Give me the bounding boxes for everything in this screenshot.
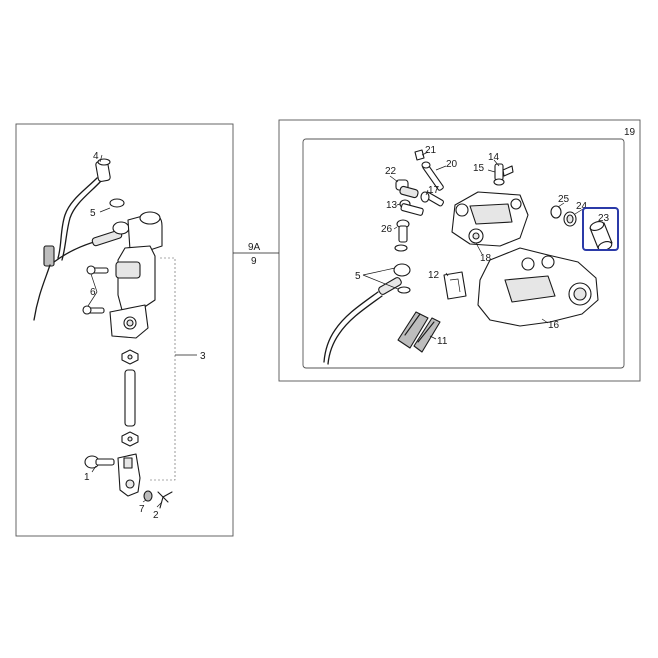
push-rod xyxy=(124,369,136,427)
fitting-22 xyxy=(395,179,419,199)
callout-5-left: 5 xyxy=(90,208,96,219)
callout-6: 6 xyxy=(90,287,96,298)
callout-16: 16 xyxy=(548,320,560,331)
master-cylinder-assembly xyxy=(33,154,197,509)
nut-upper xyxy=(121,349,139,365)
callout-23: 23 xyxy=(598,213,610,224)
bolt-6-upper xyxy=(86,265,109,275)
callout-15: 15 xyxy=(473,163,485,174)
callout-12: 12 xyxy=(428,270,440,281)
banjo-fitting-left xyxy=(91,221,130,247)
highlight-box-part-23 xyxy=(582,207,619,251)
slide-pin-17 xyxy=(420,191,444,207)
washer-5-right-upper xyxy=(394,244,408,252)
clevis-pin-1 xyxy=(84,455,115,469)
reservoir-fitting xyxy=(95,158,111,182)
bolt-26 xyxy=(396,219,410,243)
callout-17: 17 xyxy=(428,185,440,196)
callout-21: 21 xyxy=(425,145,437,156)
callout-13: 13 xyxy=(386,200,398,211)
callout-20: 20 xyxy=(446,159,458,170)
bolt-13 xyxy=(399,199,424,216)
caliper-bracket-16 xyxy=(477,247,599,327)
washer-7 xyxy=(143,490,153,502)
callout-22: 22 xyxy=(385,166,397,177)
nut-lower xyxy=(121,431,139,447)
pin-20 xyxy=(421,161,444,191)
callout-26: 26 xyxy=(381,224,393,235)
clevis xyxy=(117,453,141,497)
washer-5-left xyxy=(109,198,125,208)
callout-5-right: 5 xyxy=(355,271,361,282)
callout-14: 14 xyxy=(488,152,500,163)
callout-24: 24 xyxy=(576,201,588,212)
group-label-9a: 9A xyxy=(248,242,261,253)
left-assembly-frame xyxy=(15,123,234,537)
callout-19: 19 xyxy=(624,127,636,138)
master-cylinder-body xyxy=(109,211,163,339)
cotter-pin-2 xyxy=(157,491,173,509)
callout-7: 7 xyxy=(139,504,145,515)
caliper-body-18 xyxy=(451,191,529,247)
bushing-23 xyxy=(589,220,613,252)
brake-pads-11 xyxy=(397,311,441,353)
bleeder-valve-14-15 xyxy=(493,163,514,186)
seal-25 xyxy=(550,205,562,219)
bolt-6-lower xyxy=(82,305,105,315)
group-label-9: 9 xyxy=(251,256,257,267)
callout-2: 2 xyxy=(153,510,159,521)
bleeder-cap-21 xyxy=(414,149,425,161)
callout-25: 25 xyxy=(558,194,570,205)
callout-18: 18 xyxy=(480,253,492,264)
caliper-assembly xyxy=(323,149,613,365)
callout-11: 11 xyxy=(437,336,448,347)
right-assembly-frame xyxy=(278,119,641,382)
callout-3: 3 xyxy=(200,351,206,362)
pad-spring-12 xyxy=(443,271,467,300)
callout-1: 1 xyxy=(84,472,90,483)
callout-4: 4 xyxy=(93,151,99,162)
assembly-connector: 9A 9 xyxy=(233,242,279,267)
washer-5-right-lower xyxy=(397,286,411,294)
